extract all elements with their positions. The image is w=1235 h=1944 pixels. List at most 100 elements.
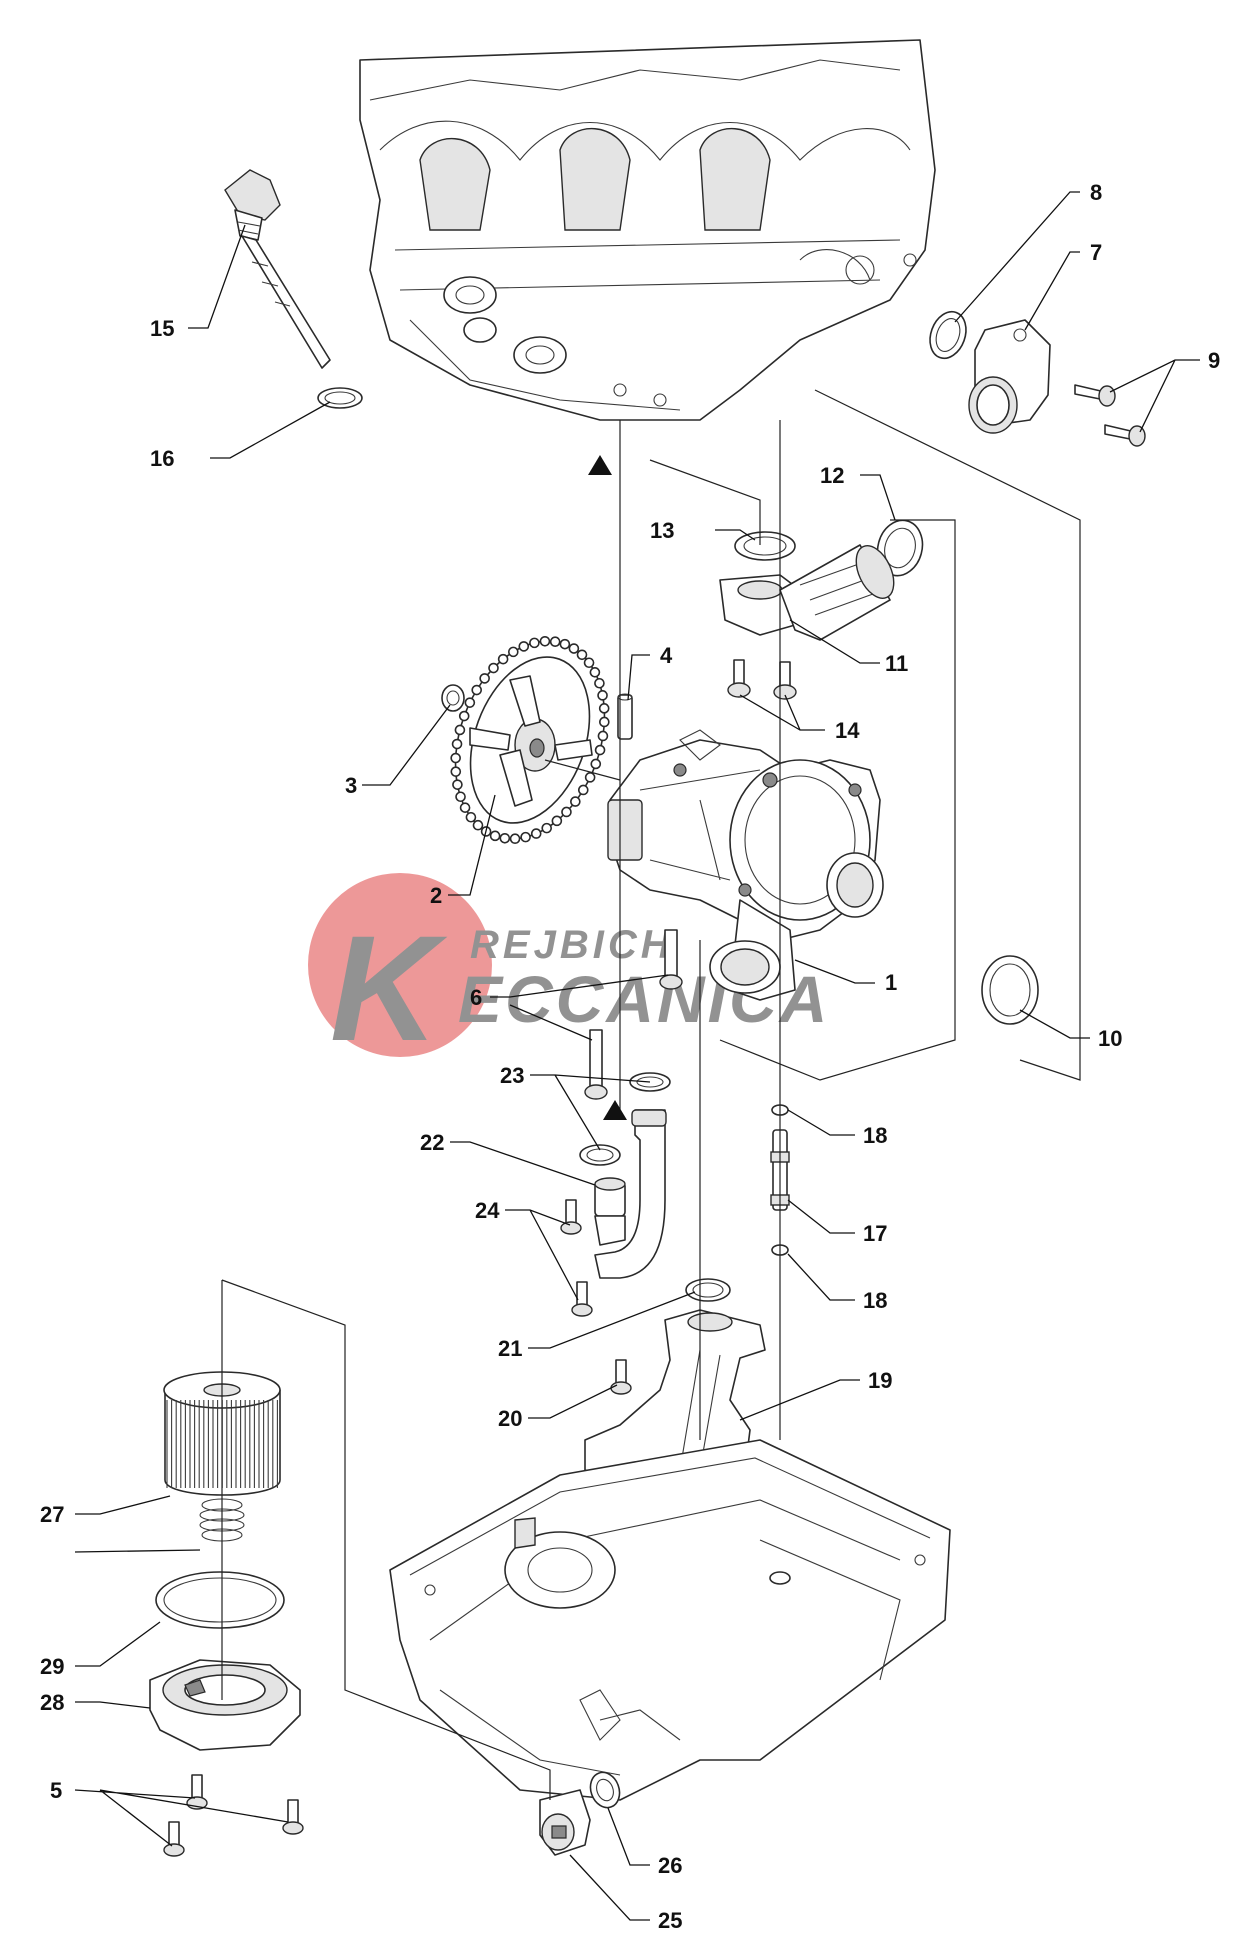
gear-tooth: [559, 638, 571, 650]
gear-tooth: [568, 643, 580, 654]
callout-22: 22: [420, 1130, 444, 1155]
callout-9: 9: [1208, 348, 1220, 373]
callout-16: 16: [150, 446, 174, 471]
gear-tooth: [464, 697, 476, 708]
gear-tooth: [570, 796, 581, 807]
callout-15: 15: [150, 316, 174, 341]
gear-tooth: [455, 791, 466, 803]
gear-tooth: [459, 802, 471, 813]
gear-tooth: [594, 677, 605, 689]
o-ring-part-10: [981, 955, 1039, 1025]
flow-arrows: [588, 455, 627, 1120]
gear-tooth: [589, 667, 601, 678]
drain-plug-part-25: [539, 1789, 591, 1856]
gear-tooth: [458, 710, 470, 722]
o-ring-part-13: [734, 531, 796, 561]
screw-part-20: [610, 1359, 632, 1395]
screws-part-14: [727, 659, 797, 700]
gear-tooth: [450, 766, 462, 777]
gear-tooth: [549, 636, 561, 648]
pin-part-4: [617, 693, 633, 740]
callout-1: 1: [885, 970, 897, 995]
bolts-part-6: [584, 929, 683, 1100]
oil-pan: [389, 1439, 951, 1801]
callout-2: 2: [430, 883, 442, 908]
callout-6: 6: [470, 985, 482, 1010]
callout-14: 14: [835, 718, 860, 743]
assembly-axes: [221, 389, 1081, 1800]
gear-tooth: [479, 673, 490, 684]
gear-tooth: [520, 831, 531, 843]
callout-21: 21: [498, 1336, 522, 1361]
screws-part-5: [163, 1774, 304, 1857]
gear-tooth: [488, 662, 499, 674]
gear-tooth: [551, 815, 563, 827]
gear-tooth: [597, 730, 609, 742]
gear-tooth: [451, 738, 463, 750]
gear-tooth: [590, 758, 602, 770]
callout-27: 27: [40, 1502, 64, 1527]
filter-cover-part-28: [149, 1659, 301, 1751]
callout-17: 17: [863, 1221, 887, 1246]
gear-tooth: [539, 635, 551, 647]
callout-11: 11: [885, 651, 908, 676]
watermark-circle: [308, 873, 492, 1057]
circlip-part-3: [441, 684, 465, 712]
callout-23: 23: [500, 1063, 524, 1088]
callout-7: 7: [1090, 240, 1102, 265]
gear-tooth: [530, 828, 542, 839]
callout-labels: 1 2 3 4 5 6 7 8 9 10 11 12 13 14 15 16 1…: [40, 180, 1220, 1933]
callout-29: 29: [40, 1654, 64, 1679]
gear-tooth: [594, 744, 606, 756]
callout-20: 20: [498, 1406, 522, 1431]
gear-tooth: [472, 819, 484, 831]
gear-tooth: [450, 752, 461, 764]
callout-28: 28: [40, 1690, 64, 1715]
o-ring-part-29: [155, 1571, 285, 1629]
o-ring-part-12: [876, 519, 924, 577]
callout-19: 19: [868, 1368, 892, 1393]
callout-26: 26: [658, 1853, 682, 1878]
gear-tooth: [577, 784, 589, 796]
gear-tooth: [509, 833, 521, 845]
housing-part-7: [968, 319, 1051, 434]
gear-tooth: [597, 690, 608, 701]
callout-4: 4: [660, 643, 673, 668]
callout-8: 8: [1090, 180, 1102, 205]
screws-part-9: [1074, 384, 1146, 447]
gear-tooth: [471, 684, 483, 696]
callout-18a: 18: [863, 1123, 887, 1148]
gear-tooth: [452, 779, 463, 790]
gear-tooth: [507, 646, 519, 658]
callout-10: 10: [1098, 1026, 1122, 1051]
dipstick-part-15: [224, 169, 331, 369]
gear-part-2: [450, 635, 610, 845]
gear-tooth: [598, 703, 610, 714]
screws-part-24: [560, 1199, 593, 1317]
callout-5: 5: [50, 1778, 62, 1803]
gear-tooth: [497, 653, 509, 665]
washer-part-26: [589, 1771, 621, 1809]
gear-tooth: [599, 716, 610, 728]
pipe-part-22: [594, 1109, 667, 1279]
gear-tooth: [489, 830, 501, 842]
gear-tooth: [541, 822, 553, 834]
engine-crankcase: [359, 39, 936, 421]
gear-tooth: [465, 811, 477, 823]
gear-tooth: [561, 806, 572, 818]
leader-lines: [74, 191, 1200, 1921]
gear-tooth: [499, 832, 511, 844]
gear-tooth: [529, 637, 540, 649]
gear-tooth: [518, 641, 530, 652]
o-ring-part-8: [929, 310, 967, 360]
watermark-logo-letter: K: [330, 904, 448, 1072]
gear-tooth: [454, 724, 466, 736]
callout-3: 3: [345, 773, 357, 798]
callout-13: 13: [650, 518, 674, 543]
gear-tooth: [583, 657, 595, 669]
watermark-line1: REJBICH: [470, 923, 674, 967]
callout-25: 25: [658, 1908, 682, 1933]
callout-24: 24: [475, 1198, 500, 1223]
callout-18b: 18: [863, 1288, 887, 1313]
